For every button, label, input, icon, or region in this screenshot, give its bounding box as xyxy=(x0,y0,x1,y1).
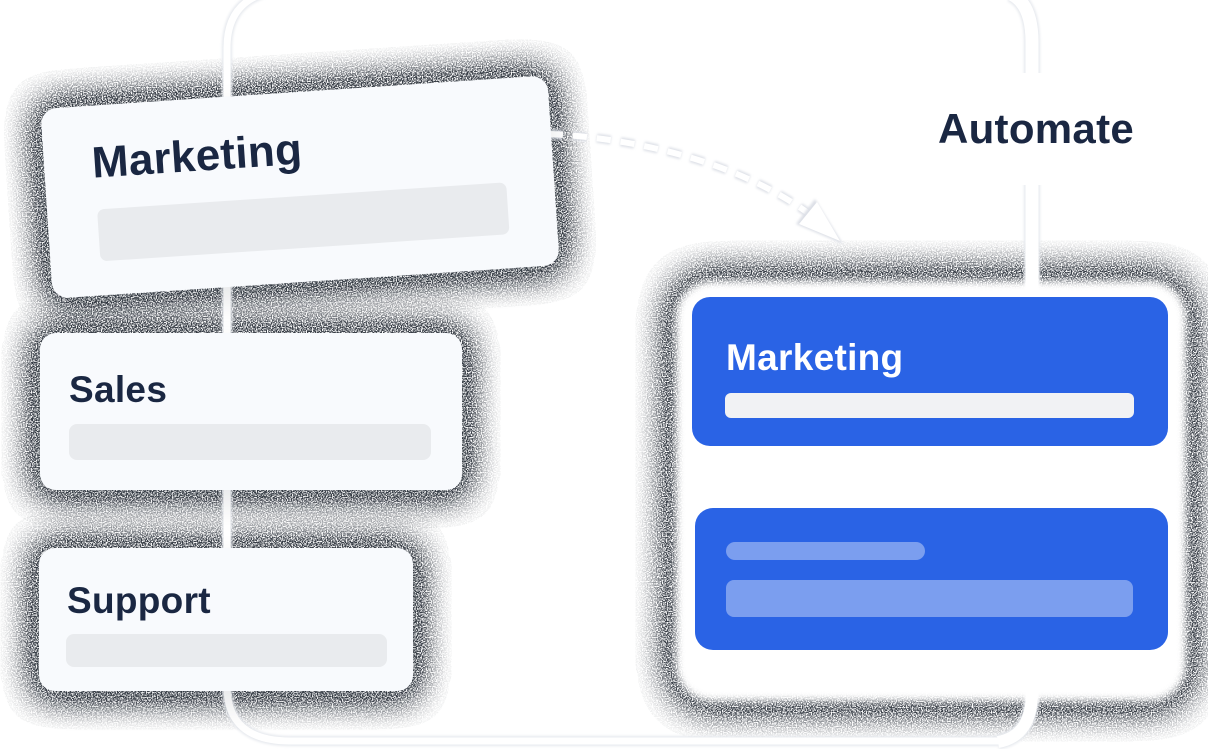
skeleton-bar xyxy=(726,542,925,560)
card-title: Sales xyxy=(69,369,168,410)
card-marketing-left[interactable]: Marketing xyxy=(40,75,560,299)
skeleton-bar xyxy=(725,393,1134,418)
card-marketing-automated[interactable]: Marketing xyxy=(692,297,1168,446)
skeleton-bar xyxy=(97,182,510,262)
card-support[interactable]: Support xyxy=(39,548,413,691)
skeleton-bar xyxy=(69,424,431,460)
card-automated-placeholder[interactable] xyxy=(695,508,1168,650)
card-title: Marketing xyxy=(90,124,304,188)
card-sales[interactable]: Sales xyxy=(40,333,462,490)
skeleton-bar xyxy=(726,580,1133,617)
arrowhead-icon xyxy=(799,202,840,241)
automate-chip[interactable]: Automate xyxy=(900,73,1172,185)
card-title: Support xyxy=(67,580,211,621)
connector-line-right-flow xyxy=(1008,0,1039,320)
automate-chip-label: Automate xyxy=(937,105,1135,152)
dashed-arrow xyxy=(548,129,843,244)
skeleton-bar xyxy=(66,634,387,667)
card-title: Marketing xyxy=(726,337,904,378)
